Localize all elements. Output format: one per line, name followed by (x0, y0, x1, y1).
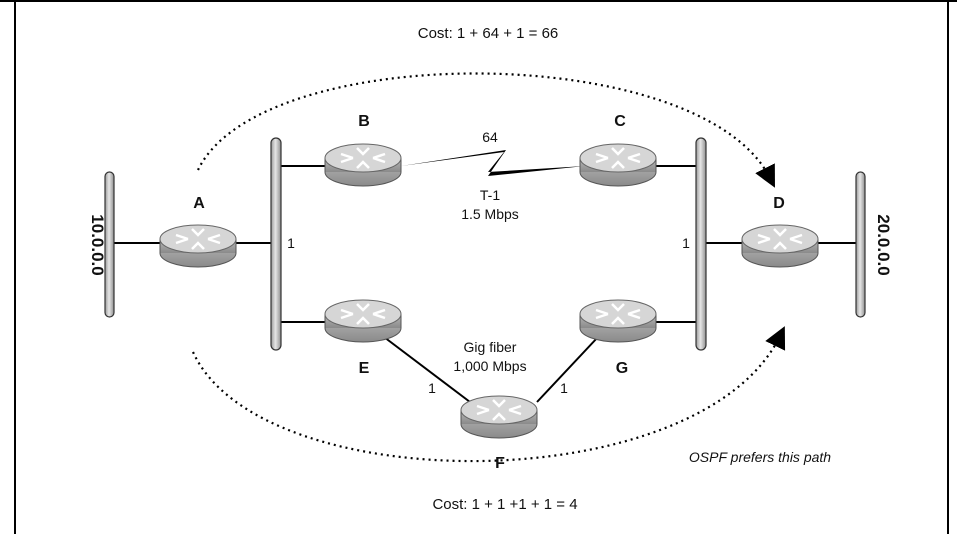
frame-top-border (0, 0, 957, 2)
link-f-g (536, 336, 599, 403)
fiber-speed-label: 1,000 Mbps (453, 358, 526, 374)
bc-link-speed-label: 1.5 Mbps (461, 206, 519, 222)
d-bus-cost-label: 1 (682, 235, 690, 251)
a-side-bus (270, 137, 282, 351)
link-e-f (383, 336, 471, 403)
top-path-arc (197, 72, 776, 188)
a-bus-cost-label: 1 (287, 235, 295, 251)
router-g-icon (578, 298, 658, 344)
t1-serial-link (401, 150, 585, 176)
d-side-bus (695, 137, 707, 351)
bc-cost-label: 64 (482, 129, 498, 145)
router-c-icon (578, 142, 658, 188)
network-links (110, 165, 860, 403)
router-f-icon (459, 394, 539, 440)
router-a-icon (158, 223, 238, 269)
node-g-label: G (616, 360, 628, 377)
ef-cost-label: 1 (428, 380, 436, 396)
frame-right-border (947, 0, 949, 534)
router-b-icon (323, 142, 403, 188)
fiber-type-label: Gig fiber (464, 339, 517, 355)
right-network-label: 20.0.0.0 (874, 214, 893, 275)
router-d-icon (740, 223, 820, 269)
bc-link-type-label: T-1 (480, 187, 500, 203)
node-c-label: C (614, 113, 626, 130)
node-a-label: A (193, 195, 205, 212)
node-d-label: D (773, 195, 785, 212)
top-cost-label: Cost: 1 + 64 + 1 = 66 (418, 25, 559, 42)
node-b-label: B (358, 113, 370, 130)
fg-cost-label: 1 (560, 380, 568, 396)
preferred-path-note: OSPF prefers this path (689, 449, 831, 465)
node-e-label: E (359, 360, 370, 377)
bottom-cost-label: Cost: 1 + 1 +1 + 1 = 4 (432, 496, 577, 513)
left-network-label: 10.0.0.0 (88, 214, 107, 275)
node-f-label: F (495, 455, 505, 472)
frame-left-border (14, 0, 16, 534)
right-network-bus (855, 171, 866, 318)
left-network-bus (104, 171, 115, 318)
router-e-icon (323, 298, 403, 344)
